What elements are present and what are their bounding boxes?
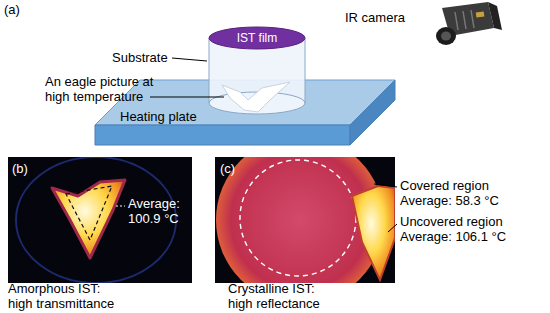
part-label: An eagle picture at high temperature <box>45 74 169 104</box>
ir-camera <box>436 2 502 45</box>
node-label: IST film <box>237 31 277 46</box>
panel-letter: (b) <box>12 161 52 176</box>
part-label: Substrate <box>112 50 182 65</box>
node-label: Heating plate <box>120 109 197 124</box>
panel-caption: Amorphous IST: high transmittance <box>8 281 123 311</box>
region-temperature: Covered region Average: 58.3 °C <box>400 178 510 208</box>
panel-caption: Crystalline IST: high reflectance <box>228 281 332 311</box>
ist-film-ellipse: IST film <box>209 27 305 49</box>
device-label: IR camera <box>345 10 430 25</box>
panel-letter: (a) <box>4 2 44 17</box>
thermal-image-c <box>215 157 395 283</box>
thermal-image-b <box>8 157 192 283</box>
region-temperature: Uncovered region Average: 106.1 °C <box>400 214 516 244</box>
panel-letter: (c) <box>220 161 260 176</box>
temperature-value: Average: 100.9 °C <box>128 196 188 226</box>
